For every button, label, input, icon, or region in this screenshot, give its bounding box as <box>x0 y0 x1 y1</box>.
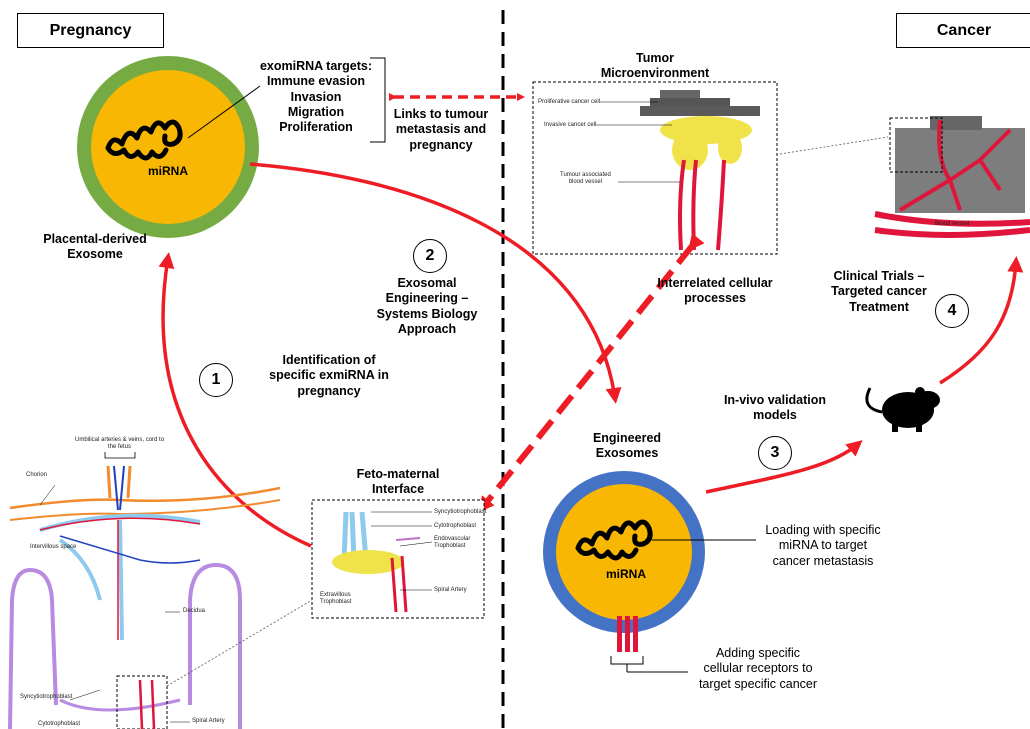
cancer-tissue <box>874 116 1030 238</box>
tumour-vessel-label: Tumour associated blood vessel <box>560 172 611 185</box>
interrelated-text: Interrelated cellular processes <box>657 276 773 306</box>
tumor-title: Tumor Microenvironment <box>600 51 710 80</box>
receptors-text: Adding specific cellular receptors to ta… <box>698 646 818 691</box>
engineered-mirna-label: miRNA <box>605 567 646 581</box>
intervillous-label: Intervillous space <box>30 544 77 550</box>
decidua-label: Decidua <box>183 608 206 614</box>
step-4-text: Clinical Trials – Targeted cancer Treatm… <box>831 269 927 314</box>
interrelated-arrow <box>478 233 705 513</box>
mirna-strand-icon <box>105 119 183 161</box>
placenta-drawing <box>8 465 281 729</box>
cancer-header: Cancer <box>896 13 1030 48</box>
umbilical-label: Umbilical arteries & veins, cord to the … <box>75 437 165 450</box>
step-2-text: Exosomal Engineering – Systems Biology A… <box>376 276 478 336</box>
exomirna-targets: exomiRNA targets: Immune evasion Invasio… <box>259 59 373 134</box>
receptor-icon <box>617 616 638 652</box>
links-text: Links to tumour metastasis and pregnancy <box>393 107 489 152</box>
fm-endovascular-label: Endovascular Trophoblast <box>434 536 471 549</box>
fm-spiral-artery-label: Spiral Artery <box>434 587 467 593</box>
fetomaternal-title: Feto-maternal Interface <box>356 467 440 497</box>
step-3-text: In-vivo validation models <box>723 393 827 423</box>
step-1-text: Identification of specific exmiRNA in pr… <box>269 353 389 398</box>
step-3-badge: 3 <box>758 436 792 470</box>
mouse-icon <box>865 387 940 432</box>
arrow-step3 <box>705 440 863 494</box>
fm-extravillous-label: Extravillous Trophoblast <box>320 592 352 605</box>
engineered-title: Engineered Exosomes <box>592 431 662 461</box>
placental-mirna-label: miRNA <box>147 164 188 178</box>
step-4-badge: 4 <box>935 294 969 328</box>
loading-text: Loading with specific miRNA to target ca… <box>765 523 881 568</box>
chorion-label: Chorion <box>26 472 48 478</box>
blood-vessel-label: Blood vessel <box>935 221 970 227</box>
step-2-badge: 2 <box>413 239 447 273</box>
placenta-syncytio-label: Syncytiotrophoblast <box>20 694 73 700</box>
pregnancy-header: Pregnancy <box>17 13 164 48</box>
invasive-cell-label: Invasive cancer cell <box>544 122 597 128</box>
step-1-badge: 1 <box>199 363 233 397</box>
placental-caption: Placental-derived Exosome <box>43 232 147 262</box>
fm-cyto-label: Cytotrophoblast <box>434 523 477 529</box>
fm-syncytio-label: Syncytiotrophoblast <box>434 509 487 515</box>
arrow-step1 <box>158 252 312 548</box>
placenta-cyto-label: Cytotrophoblast <box>38 721 81 727</box>
placenta-spiral-label: Spiral Artery <box>192 718 225 724</box>
arrow-step4 <box>939 256 1024 385</box>
fetomaternal-drawing <box>332 511 421 613</box>
proliferative-cell-label: Proliferative cancer cell <box>538 99 601 105</box>
